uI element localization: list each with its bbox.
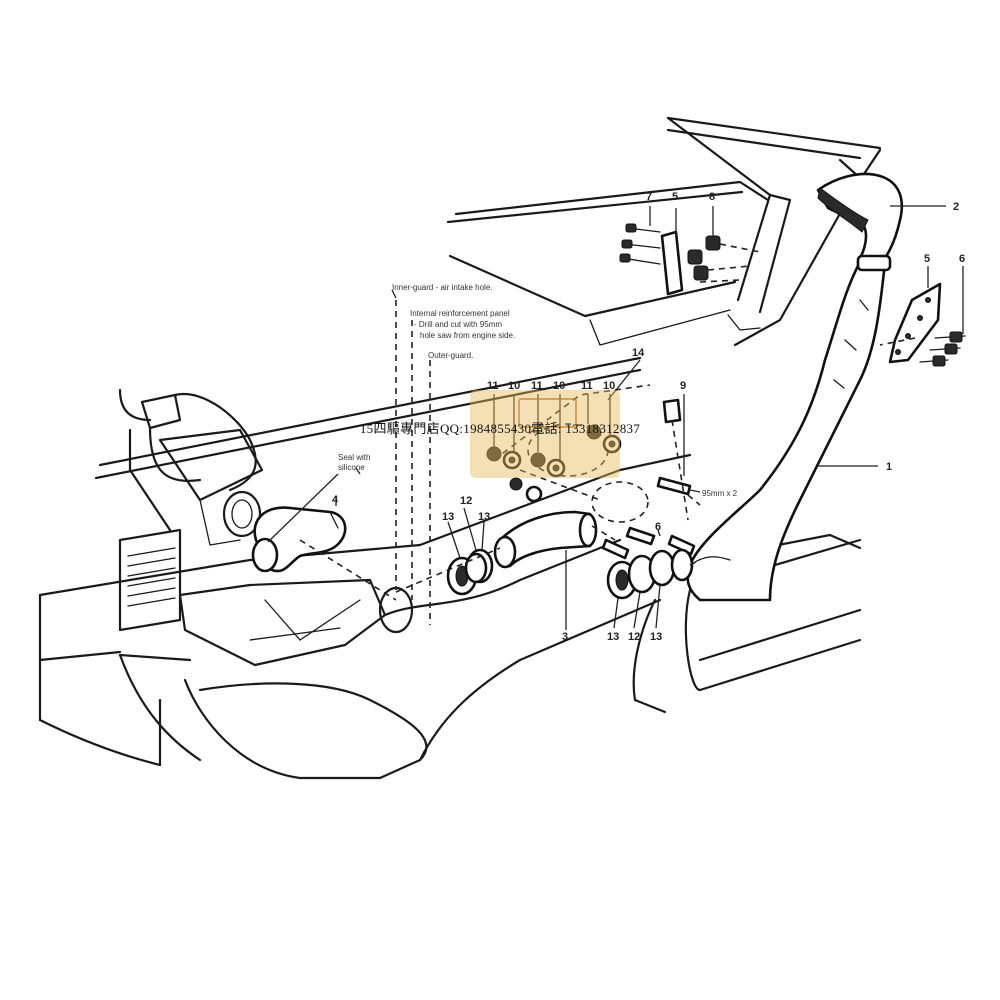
callout-labels: 1 2 3 4 5 5 6 6 7 8 9 10 10 10 11 11 11 …	[332, 191, 965, 643]
callout-2: 2	[953, 201, 959, 213]
note-reinforcement-line-3: hole saw from engine side.	[420, 331, 515, 340]
callout-13-left-b: 13	[478, 511, 490, 523]
installation-notes: Inner-guard - air intake hole. Internal …	[338, 283, 738, 498]
windshield-frame	[446, 116, 882, 347]
callout-12-right: 12	[628, 631, 640, 643]
coupler-left	[446, 548, 494, 596]
callout-11-b: 11	[531, 380, 543, 392]
note-reinforcement-line-1: Internal reinforcement panel	[410, 309, 510, 318]
callout-11-c: 11	[581, 380, 593, 392]
callout-1: 1	[886, 461, 892, 473]
nuts-washers	[486, 424, 622, 503]
shop-stamp	[470, 390, 620, 478]
callout-5-pillar: 5	[924, 253, 930, 265]
callout-5-windshield: 5	[672, 191, 678, 203]
callout-11-a: 11	[487, 380, 499, 392]
note-reinforcement-line-2: - Drill and cut with 95mm	[414, 320, 502, 329]
note-outer-guard: Outer-guard.	[428, 351, 473, 360]
note-inner-guard: Inner-guard - air intake hole.	[392, 283, 493, 292]
callout-6-guard: 6	[655, 521, 661, 533]
note-hole-size: 95mm x 2	[702, 489, 738, 498]
callout-7: 7	[646, 191, 652, 203]
airbox	[118, 388, 264, 546]
front-grille	[38, 528, 428, 780]
callout-14: 14	[632, 347, 645, 359]
callout-6-pillar: 6	[959, 253, 965, 265]
callout-3: 3	[562, 631, 568, 643]
note-seal-line-1: Seal with	[338, 453, 370, 462]
callout-13-left-a: 13	[442, 511, 454, 523]
mounting-studs	[601, 398, 701, 560]
intake-pipe	[493, 510, 598, 569]
callout-10-b: 10	[553, 380, 565, 392]
callout-13-right-b: 13	[650, 631, 662, 643]
callout-4: 4	[332, 494, 339, 506]
callout-10-a: 10	[508, 380, 520, 392]
pillar-bracket	[888, 282, 942, 364]
callout-9: 9	[680, 380, 686, 392]
snorkel-head	[816, 172, 904, 272]
callout-10-c: 10	[603, 380, 615, 392]
bolts-right	[879, 331, 966, 367]
coupler-right	[606, 548, 694, 600]
snorkel-body	[686, 260, 887, 602]
callout-13-right-a: 13	[607, 631, 619, 643]
seal-hose	[251, 506, 347, 573]
callout-12-left: 12	[460, 495, 472, 507]
assembly-paths	[299, 300, 701, 625]
note-seal-line-2: silicone	[338, 463, 365, 472]
shop-watermark: 15四驅專門店QQ:1984855430電話: 13318312837	[359, 421, 641, 436]
callout-8: 8	[709, 191, 715, 203]
fender	[383, 538, 862, 762]
windshield-bracket-fasteners	[619, 223, 761, 296]
